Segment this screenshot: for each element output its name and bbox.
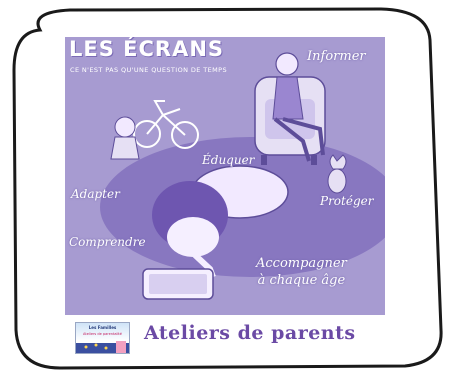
word-proteger: Protéger (320, 194, 374, 208)
badge-line2: Ateliers de parentalité (83, 332, 122, 336)
word-accompagner: Accompagner à chaque âge (256, 255, 347, 289)
badge-illustration (76, 341, 129, 353)
word-comprendre: Comprendre (69, 235, 146, 249)
word-adapter: Adapter (71, 187, 120, 201)
word-informer: Informer (307, 49, 366, 64)
poster: LES ÉCRANS CE N'EST PAS QU'UNE QUESTION … (65, 37, 385, 315)
poster-subtitle: CE N'EST PAS QU'UNE QUESTION DE TEMPS (70, 66, 227, 74)
badge-line1: Les Familles (88, 325, 117, 330)
ateliers-badge: Les Familles Ateliers de parentalité (75, 322, 130, 354)
word-accompagner-line1: Accompagner (256, 256, 347, 271)
poster-title: LES ÉCRANS (69, 37, 225, 61)
word-accompagner-line2: à chaque âge (257, 273, 346, 288)
footer-title: Ateliers de parents (144, 322, 356, 344)
poster-illustration (100, 52, 385, 300)
word-eduquer: Éduquer (202, 153, 255, 167)
